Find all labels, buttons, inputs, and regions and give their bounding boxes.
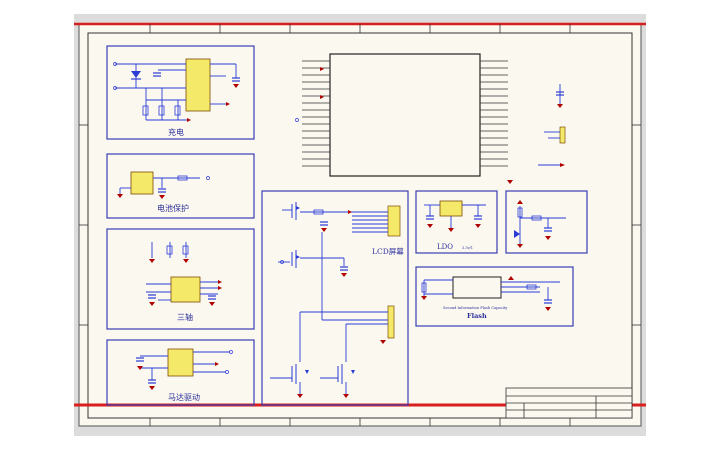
label-ldo-sub: 3.3v/1 bbox=[462, 246, 473, 250]
label-charge: 充电 bbox=[168, 127, 184, 137]
border-ticks bbox=[79, 24, 641, 426]
block-flash bbox=[415, 266, 574, 327]
block-motor-drive bbox=[106, 339, 255, 406]
label-motor-drive: 马达驱动 bbox=[168, 392, 200, 402]
label-battery-protect: 电池保护 bbox=[157, 203, 189, 213]
block-charge bbox=[106, 45, 255, 140]
motor-drive-ic bbox=[167, 348, 194, 377]
mcu-body bbox=[329, 53, 481, 177]
flash-ic bbox=[452, 276, 502, 299]
lcd-connector-top bbox=[387, 205, 401, 237]
block-lcd bbox=[261, 190, 409, 406]
title-block bbox=[505, 387, 633, 419]
battery-protect-ic bbox=[130, 171, 154, 195]
triaxial-ic bbox=[170, 276, 201, 303]
right-misc-parts bbox=[538, 84, 566, 167]
label-flash-sub: Second Information Flash Capacity bbox=[443, 306, 508, 310]
ldo-ic bbox=[439, 200, 463, 217]
mcu bbox=[295, 53, 513, 184]
block-ldo bbox=[415, 190, 498, 254]
lcd-connector-bottom bbox=[387, 305, 395, 339]
label-triaxial: 三轴 bbox=[177, 312, 193, 322]
diode-icon bbox=[131, 71, 141, 78]
block-battery-protect bbox=[106, 153, 255, 219]
block-triaxial bbox=[106, 228, 255, 330]
label-ldo: LDO bbox=[437, 243, 453, 251]
block-reset bbox=[505, 190, 588, 254]
label-lcd: LCD屏幕 bbox=[372, 246, 404, 256]
charge-ic bbox=[185, 58, 211, 112]
label-flash: Flash bbox=[467, 312, 487, 320]
